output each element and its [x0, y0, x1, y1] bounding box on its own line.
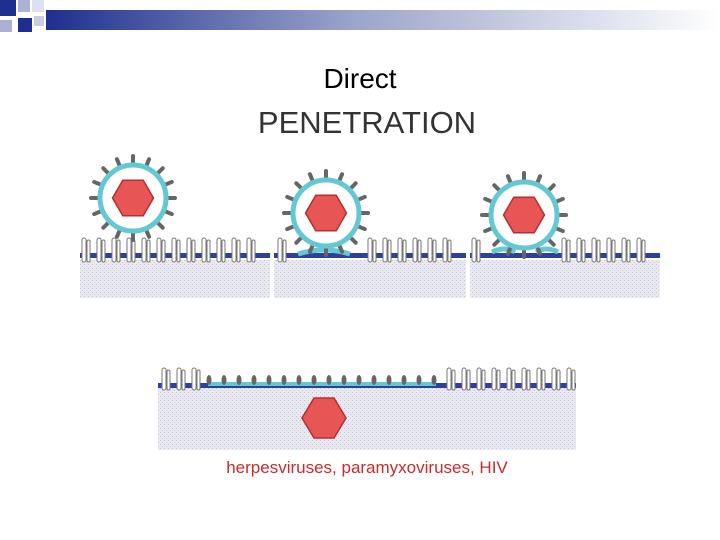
receptor — [491, 367, 501, 391]
cytoplasm-top-3 — [470, 260, 660, 298]
receptor — [156, 237, 166, 263]
receptor — [246, 237, 256, 263]
fused-receptor — [236, 375, 242, 385]
receptor — [561, 237, 571, 263]
cell-receptors — [81, 237, 646, 391]
corner-decoration — [0, 0, 720, 32]
receptor — [412, 237, 422, 263]
diagram-heading: PENETRATION — [258, 105, 476, 140]
slide-title: Direct — [323, 63, 397, 94]
receptor — [471, 237, 481, 263]
receptor — [476, 367, 486, 391]
receptor — [176, 367, 186, 391]
receptor — [446, 367, 456, 391]
fused-receptor — [416, 375, 422, 385]
receptor — [191, 367, 201, 391]
membrane-bottom — [158, 382, 576, 388]
fused-receptor — [266, 375, 272, 385]
cytoplasm-top-1 — [80, 260, 270, 298]
receptor — [161, 367, 171, 391]
fused-receptor — [386, 375, 392, 385]
receptor — [461, 367, 471, 391]
receptor — [576, 237, 586, 263]
fused-receptor — [356, 375, 362, 385]
receptor — [397, 237, 407, 263]
receptor — [506, 367, 516, 391]
fused-receptor — [371, 375, 377, 385]
diagram-caption: herpesviruses, paramyxoviruses, HIV — [226, 458, 508, 477]
receptor — [96, 237, 106, 263]
receptor — [231, 237, 241, 263]
receptor — [566, 367, 576, 391]
receptor — [521, 367, 531, 391]
receptor — [591, 237, 601, 263]
fused-receptor — [431, 375, 437, 385]
receptor — [111, 237, 121, 263]
fused-receptor — [281, 375, 287, 385]
receptor — [277, 237, 287, 263]
receptor — [606, 237, 616, 263]
cytoplasm-bottom — [158, 388, 576, 450]
receptor — [216, 237, 226, 263]
fused-receptor — [341, 375, 347, 385]
virus-particle — [480, 171, 568, 259]
fused-receptor — [326, 375, 332, 385]
receptor — [81, 237, 91, 263]
viral-capsid — [502, 196, 546, 234]
released-capsid — [301, 397, 347, 439]
receptor — [551, 367, 561, 391]
receptor — [201, 237, 211, 263]
fused-receptor — [221, 375, 227, 385]
receptor — [141, 237, 151, 263]
receptor — [186, 237, 196, 263]
fused-receptor — [296, 375, 302, 385]
receptor — [367, 237, 377, 263]
receptor — [442, 237, 452, 263]
receptor — [171, 237, 181, 263]
receptor — [536, 367, 546, 391]
fused-receptor — [311, 375, 317, 385]
virus-particles — [89, 154, 568, 259]
virus-particle — [89, 154, 177, 242]
virus-particle — [282, 169, 370, 257]
receptor — [126, 237, 136, 263]
cytoplasm-top-2 — [274, 260, 466, 298]
fused-receptor — [401, 375, 407, 385]
fused-receptor — [251, 375, 257, 385]
receptor — [636, 237, 646, 263]
receptor — [382, 237, 392, 263]
fused-receptor — [206, 375, 212, 385]
receptor — [427, 237, 437, 263]
viral-capsid — [304, 194, 348, 232]
viral-capsid — [111, 179, 155, 217]
receptor — [621, 237, 631, 263]
